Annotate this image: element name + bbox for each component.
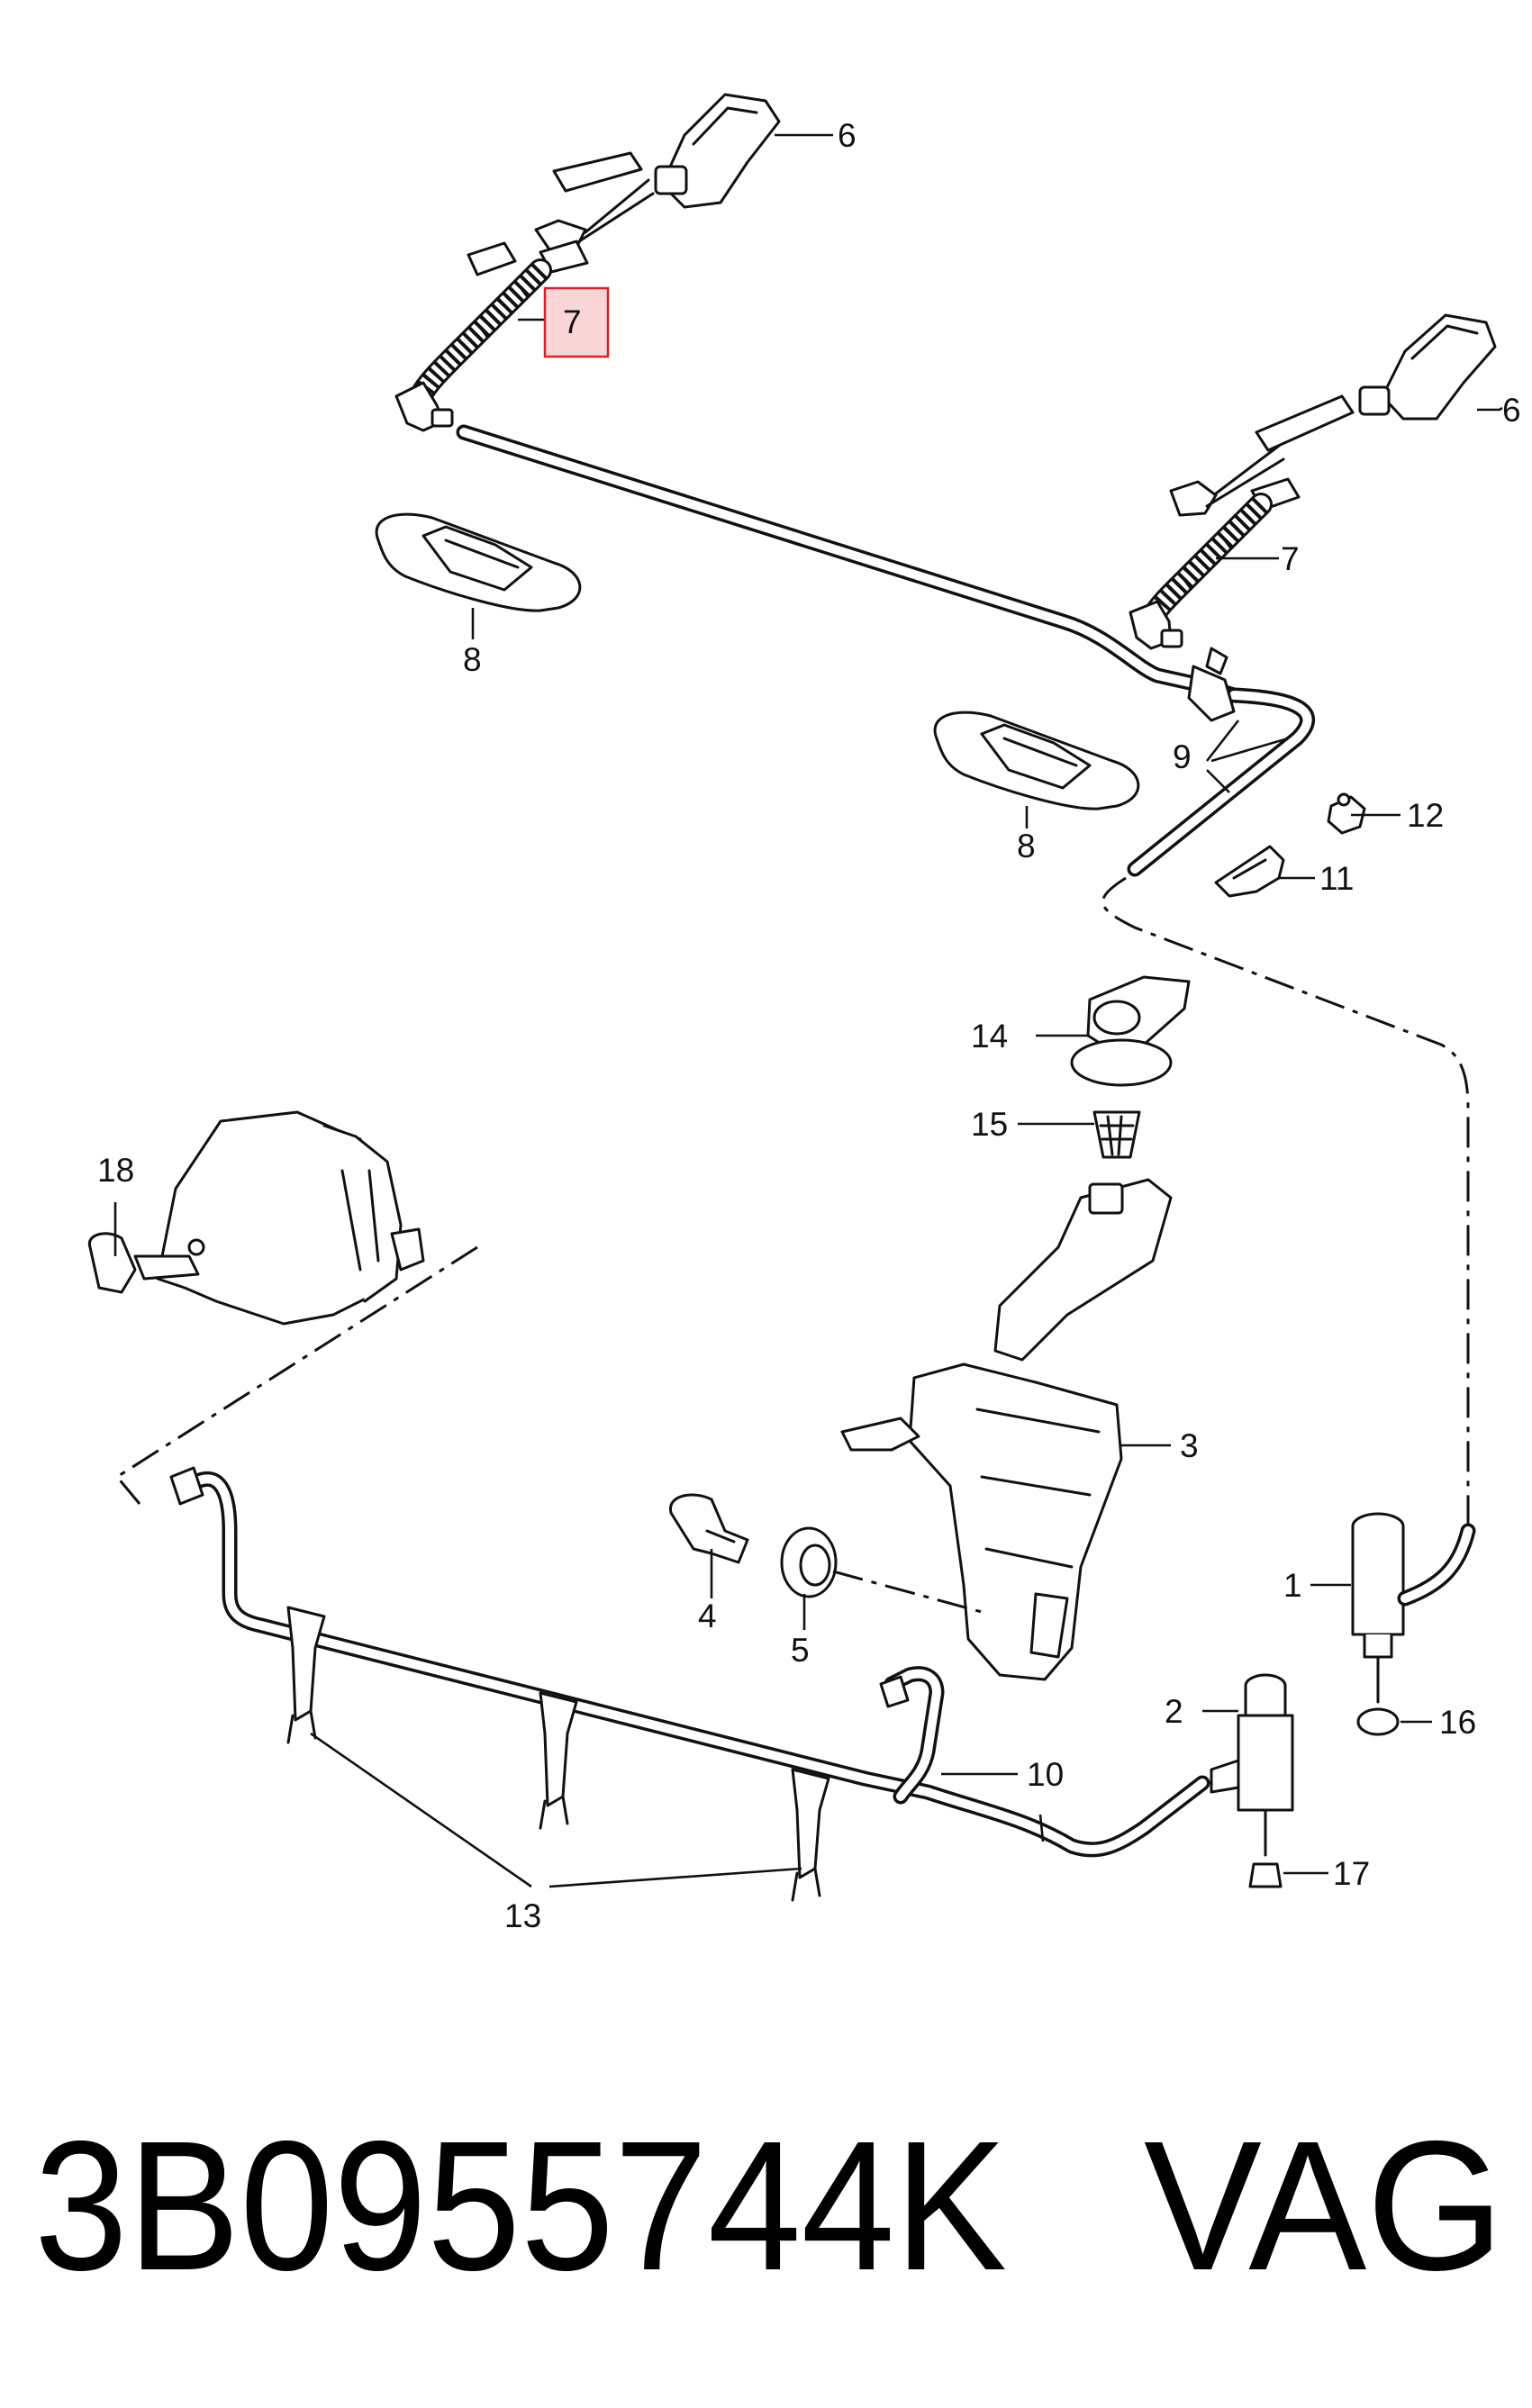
dash-line-headlamp bbox=[114, 1245, 478, 1505]
coiled-hose-right bbox=[1129, 493, 1273, 650]
callout-1: 1 bbox=[1283, 1567, 1302, 1604]
clip-11 bbox=[1214, 845, 1285, 898]
headlamp-18 bbox=[87, 1110, 425, 1326]
cap-8-right bbox=[933, 711, 1140, 810]
callout-17: 17 bbox=[1333, 1855, 1370, 1892]
upper-hose bbox=[456, 424, 1470, 1531]
callout-11: 11 bbox=[1319, 860, 1354, 897]
nozzle-assembly-left bbox=[467, 93, 781, 276]
callout-10: 10 bbox=[1027, 1756, 1064, 1793]
callout-6-right: 6 bbox=[1502, 392, 1521, 429]
strainer-15 bbox=[1092, 1110, 1141, 1159]
pump-1 bbox=[1351, 1512, 1476, 1704]
pump-2 bbox=[1210, 1673, 1294, 1857]
callout-2: 2 bbox=[1165, 1693, 1183, 1730]
callout-16: 16 bbox=[1439, 1704, 1476, 1741]
grommet-4 bbox=[669, 1493, 749, 1564]
filler-cap-14 bbox=[1070, 975, 1191, 1087]
coiled-hose-left bbox=[394, 258, 552, 432]
lower-hose bbox=[169, 1466, 1210, 1858]
seal-17 bbox=[1248, 1862, 1283, 1888]
callout-3: 3 bbox=[1180, 1427, 1199, 1464]
callout-6-top: 6 bbox=[838, 117, 857, 154]
cap-8-left bbox=[375, 512, 582, 612]
part-number: 3B0955744K bbox=[34, 2103, 1007, 2309]
brand-label: VAG bbox=[1144, 2103, 1504, 2309]
leader-lines bbox=[113, 133, 1503, 1888]
callout-8-right: 8 bbox=[1017, 828, 1036, 865]
callout-4: 4 bbox=[698, 1598, 717, 1634]
highlight-box-7 bbox=[543, 286, 610, 358]
callout-7-highlighted: 7 bbox=[563, 303, 582, 340]
callout-7-right: 7 bbox=[1281, 540, 1300, 577]
callout-13: 13 bbox=[504, 1897, 541, 1934]
callout-12: 12 bbox=[1407, 797, 1444, 834]
callout-9: 9 bbox=[1173, 738, 1192, 775]
callout-18: 18 bbox=[97, 1152, 134, 1189]
reservoir-3 bbox=[840, 1178, 1173, 1681]
callout-15: 15 bbox=[971, 1106, 1008, 1143]
nozzle-assembly-right bbox=[1169, 313, 1497, 517]
hose-clips-13 bbox=[286, 1606, 830, 1902]
grommet-5 bbox=[780, 1526, 983, 1614]
callout-8-left: 8 bbox=[463, 641, 482, 678]
seal-16 bbox=[1356, 1707, 1400, 1736]
callout-14: 14 bbox=[971, 1018, 1008, 1055]
clip-12 bbox=[1327, 792, 1366, 835]
callout-5: 5 bbox=[791, 1632, 810, 1669]
